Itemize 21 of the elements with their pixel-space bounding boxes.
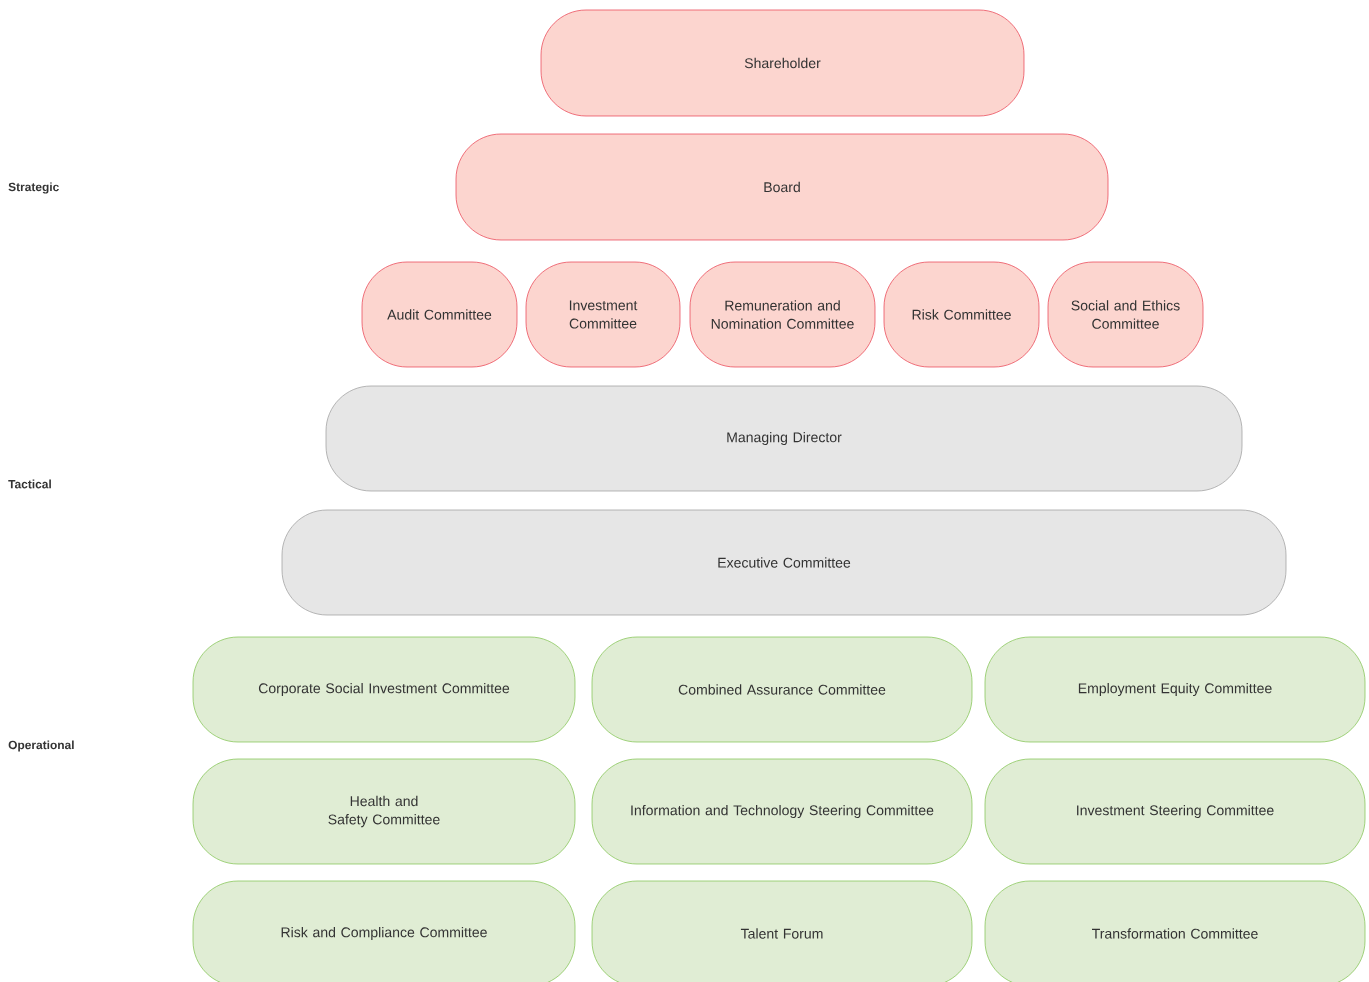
- committee-box: Managing Director: [325, 385, 1243, 492]
- level-label: Operational: [8, 740, 74, 752]
- level-label: Tactical: [8, 479, 51, 489]
- committee-box: Combined Assurance Committee: [591, 636, 973, 743]
- level-label: Strategic: [8, 182, 59, 194]
- committee-box: Employment Equity Committee: [984, 636, 1366, 743]
- committee-box: Risk and Compliance Committee: [192, 880, 576, 982]
- committee-box: Corporate Social Investment Committee: [192, 636, 576, 743]
- committee-box: Investment Committee: [525, 261, 681, 368]
- committee-box: Information and Technology Steering Committee: [591, 758, 973, 865]
- committee-box: Investment Steering Committee: [984, 758, 1366, 865]
- committee-box: Talent Forum: [591, 880, 973, 982]
- committee-box: Health and Safety Committee: [192, 758, 576, 865]
- committee-box: Executive Committee: [281, 509, 1287, 616]
- committee-box: Audit Committee: [361, 261, 518, 368]
- committee-box: Social and Ethics Committee: [1047, 261, 1204, 368]
- committee-box: Remuneration and Nomination Committee: [689, 261, 876, 368]
- committee-box: Transformation Committee: [984, 880, 1366, 982]
- committee-box: Board: [455, 133, 1109, 241]
- committee-box: Risk Committee: [883, 261, 1040, 368]
- committee-box: Shareholder: [540, 9, 1025, 117]
